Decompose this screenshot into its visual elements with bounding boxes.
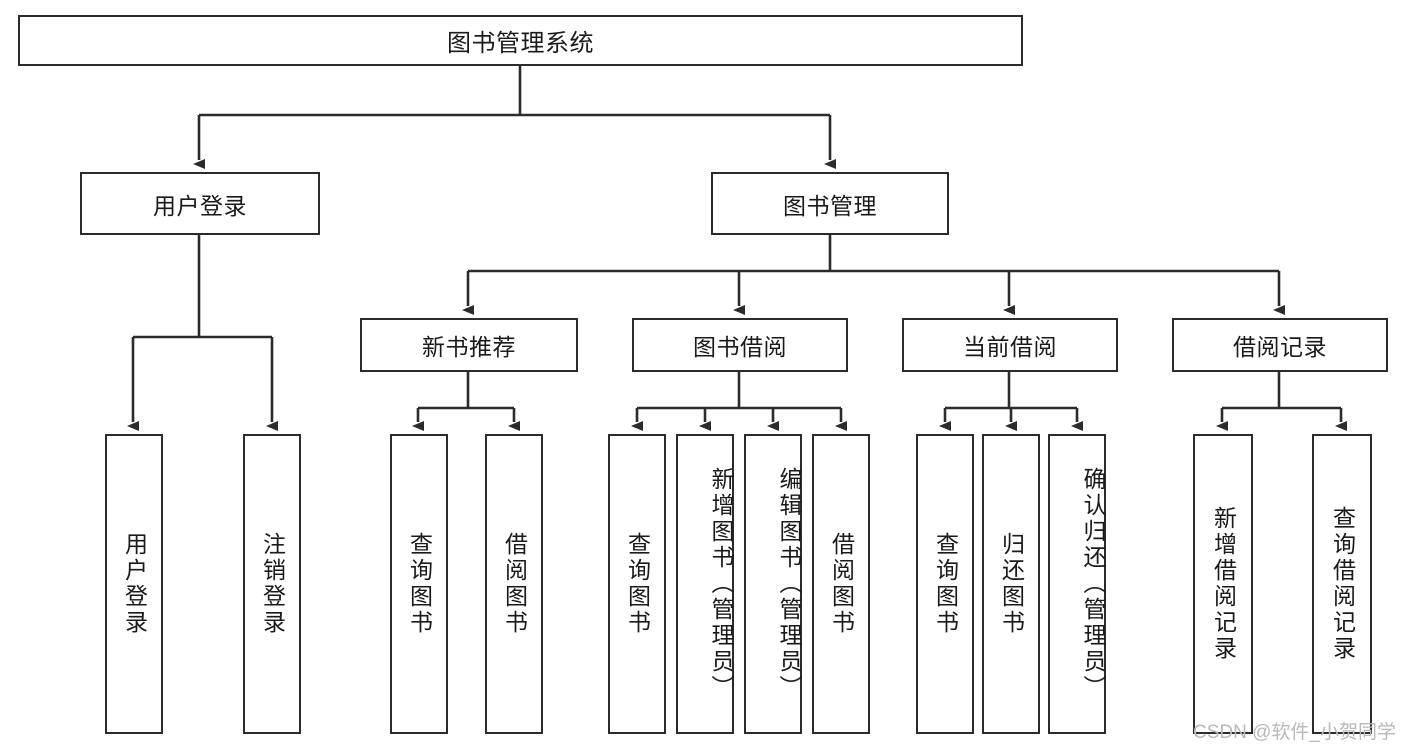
leaf-current-borrow-query[interactable]: 查询图书 <box>916 434 974 734</box>
node-root-system-label: 图书管理系统 <box>447 30 594 57</box>
node-user-login[interactable]: 用户登录 <box>80 172 320 235</box>
leaf-book-borrow-add[interactable]: 新增图书（管理员） <box>676 434 734 734</box>
leaf-current-borrow-query-label: 查询图书 <box>932 532 959 636</box>
node-book-borrow-label: 图书借阅 <box>693 334 787 360</box>
leaf-book-borrow-query-label: 查询图书 <box>624 532 651 636</box>
node-book-management[interactable]: 图书管理 <box>711 172 949 235</box>
node-book-management-label: 图书管理 <box>783 192 877 219</box>
leaf-user-login-login-label: 用户登录 <box>121 532 148 636</box>
node-borrow-record-label: 借阅记录 <box>1233 334 1327 360</box>
leaf-new-book-query[interactable]: 查询图书 <box>390 434 448 734</box>
leaf-book-borrow-borrow[interactable]: 借阅图书 <box>812 434 870 734</box>
leaf-current-borrow-return[interactable]: 归还图书 <box>982 434 1040 734</box>
leaf-user-login-logout[interactable]: 注销登录 <box>243 434 301 734</box>
leaf-new-book-borrow-label: 借阅图书 <box>501 532 528 636</box>
leaf-user-login-login[interactable]: 用户登录 <box>105 434 163 734</box>
leaf-new-book-borrow[interactable]: 借阅图书 <box>485 434 543 734</box>
leaf-current-borrow-confirm-label: 确认归还（管理员） <box>1080 467 1106 701</box>
node-book-borrow[interactable]: 图书借阅 <box>632 318 848 372</box>
leaf-book-borrow-edit[interactable]: 编辑图书（管理员） <box>744 434 802 734</box>
node-root-system[interactable]: 图书管理系统 <box>18 15 1023 66</box>
leaf-book-borrow-add-label: 新增图书（管理员） <box>708 467 734 701</box>
node-new-book-recommend-label: 新书推荐 <box>422 334 516 360</box>
node-new-book-recommend[interactable]: 新书推荐 <box>360 318 578 372</box>
leaf-book-borrow-edit-label: 编辑图书（管理员） <box>776 467 802 701</box>
leaf-user-login-logout-label: 注销登录 <box>259 532 286 636</box>
node-user-login-label: 用户登录 <box>153 192 247 219</box>
leaf-borrow-record-query[interactable]: 查询借阅记录 <box>1312 434 1372 734</box>
leaf-borrow-record-add-label: 新增借阅记录 <box>1210 506 1237 662</box>
leaf-current-borrow-return-label: 归还图书 <box>998 532 1025 636</box>
leaf-current-borrow-confirm[interactable]: 确认归还（管理员） <box>1048 434 1106 734</box>
leaf-borrow-record-query-label: 查询借阅记录 <box>1329 506 1356 662</box>
leaf-book-borrow-query[interactable]: 查询图书 <box>608 434 666 734</box>
leaf-borrow-record-add[interactable]: 新增借阅记录 <box>1193 434 1253 734</box>
leaf-book-borrow-borrow-label: 借阅图书 <box>828 532 855 636</box>
leaf-new-book-query-label: 查询图书 <box>406 532 433 636</box>
node-current-borrow-label: 当前借阅 <box>963 334 1057 360</box>
node-borrow-record[interactable]: 借阅记录 <box>1172 318 1388 372</box>
node-current-borrow[interactable]: 当前借阅 <box>902 318 1118 372</box>
